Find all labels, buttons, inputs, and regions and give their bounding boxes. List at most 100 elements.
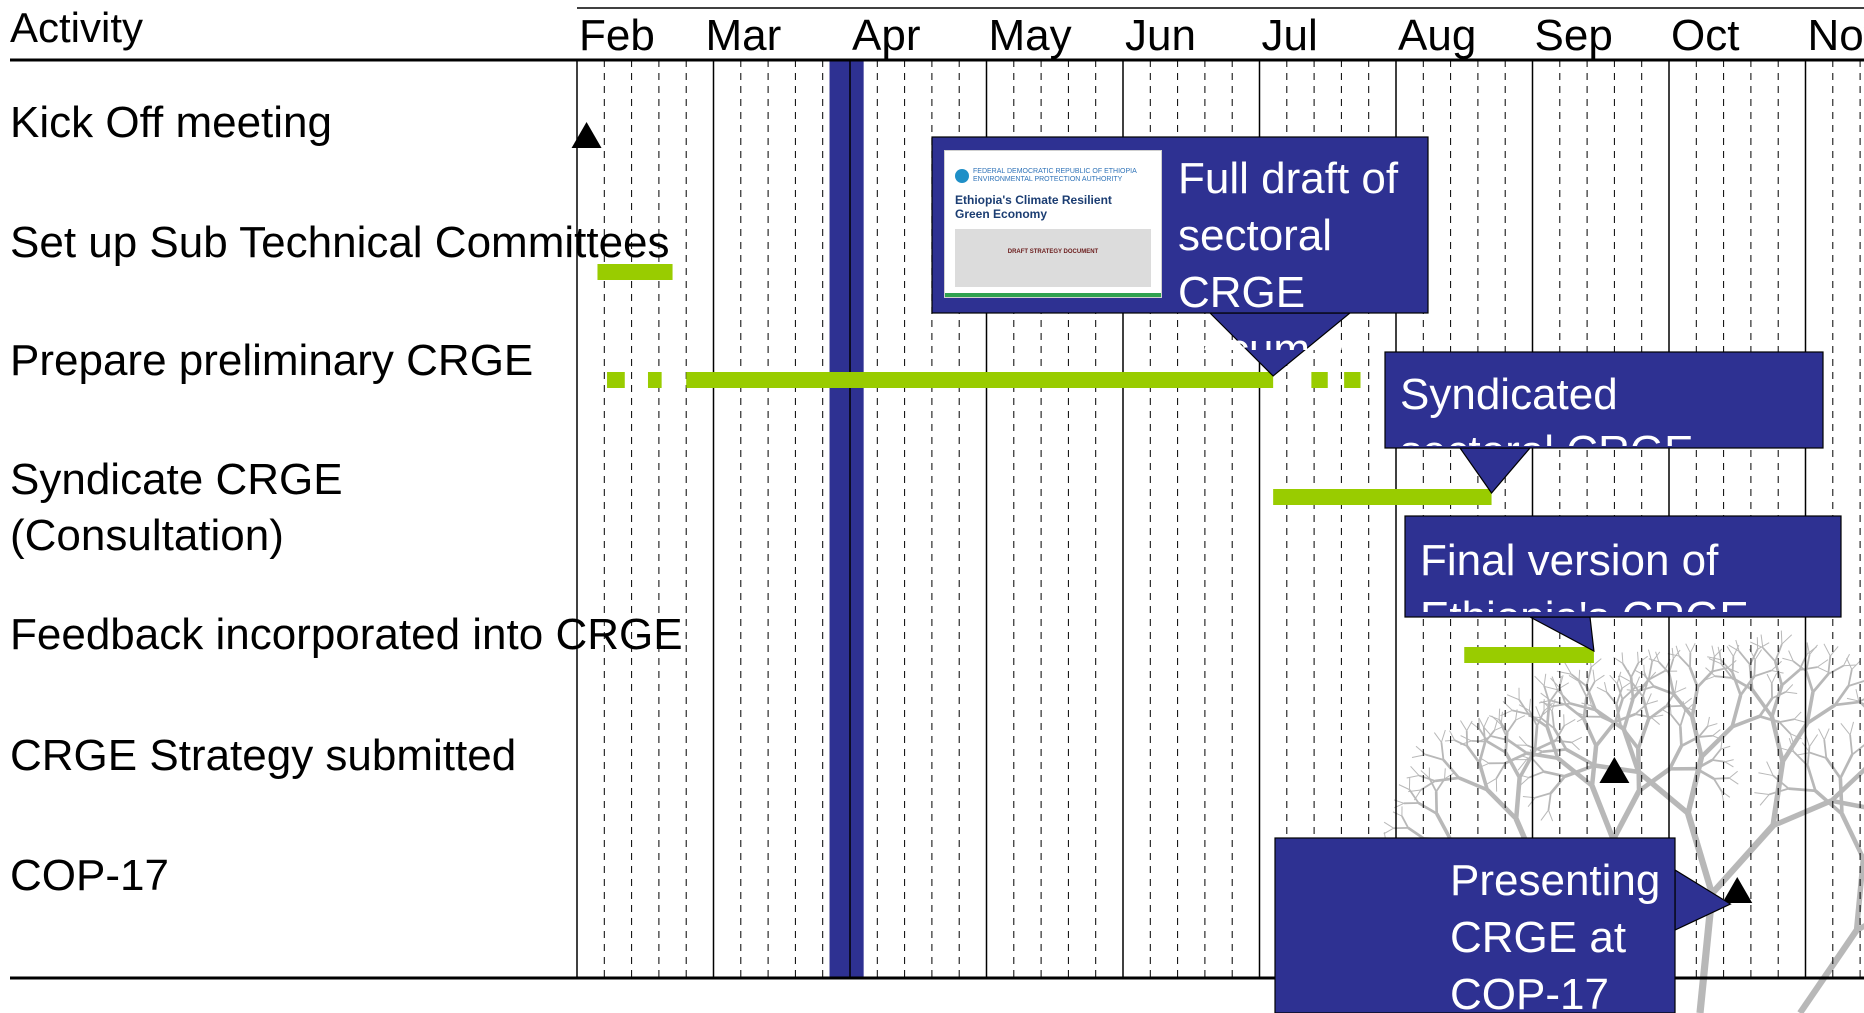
tree-branch: [1713, 777, 1730, 780]
tree-branch: [1460, 720, 1468, 731]
tree-branch: [1637, 651, 1639, 664]
activity-column-header: Activity: [10, 4, 144, 51]
tree-branch: [1750, 641, 1763, 649]
tree-branch: [1735, 639, 1740, 652]
tree-branch: [1594, 674, 1605, 683]
tree-branch: [1578, 681, 1588, 698]
tree-branch: [1622, 698, 1635, 730]
tree-branch: [1731, 656, 1735, 673]
tree-branch: [1540, 692, 1551, 701]
activity-label: CRGE Strategy submitted: [10, 731, 517, 780]
tree-branch: [1658, 661, 1670, 674]
tree-branch: [1498, 708, 1501, 720]
tree-branch: [1731, 672, 1742, 696]
tree-branch: [1713, 778, 1723, 792]
tree-branch: [1655, 651, 1660, 663]
tree-branch: [1674, 687, 1687, 694]
tree-branch: [1486, 740, 1507, 754]
tree-branch: [1690, 716, 1704, 758]
milestone-triangle: [1599, 757, 1630, 783]
tree-branch: [1545, 726, 1560, 759]
tree-branch: [1638, 685, 1655, 692]
tree-branch: [1526, 744, 1544, 753]
tree-branch: [1648, 670, 1665, 681]
tree-branch: [1672, 649, 1681, 660]
tree-branch: [1498, 719, 1508, 733]
tree-branch: [1479, 735, 1492, 742]
tree-branch: [1610, 789, 1642, 841]
tree-branch: [1771, 673, 1778, 684]
tree-branch: [1805, 654, 1811, 672]
tree-branch: [1521, 755, 1534, 761]
tree-branch: [1392, 811, 1403, 817]
tree-branch: [1688, 666, 1699, 688]
tree-branch: [1851, 744, 1864, 756]
tree-branch: [1759, 794, 1770, 806]
tree-branch: [1615, 688, 1623, 705]
tree-branch: [1793, 711, 1802, 720]
month-label: Mar: [705, 11, 782, 60]
tree-branch: [1823, 739, 1828, 759]
tree-branch: [1444, 772, 1455, 780]
tree-branch: [1528, 698, 1531, 711]
tree-branch: [1709, 823, 1776, 896]
thumbnail-cover-box: DRAFT STRATEGY DOCUMENT: [955, 229, 1151, 287]
tree-branch: [1568, 675, 1580, 682]
tree-branch: [1647, 649, 1653, 663]
tree-branch: [1650, 716, 1660, 725]
activity-bar: [1273, 489, 1492, 505]
tree-branch: [1793, 718, 1806, 723]
tree-branch: [1596, 686, 1608, 693]
tree-branch: [1731, 714, 1761, 729]
tree-branch: [1551, 711, 1555, 729]
tree-branch: [1809, 751, 1827, 759]
tree-branch: [1478, 762, 1490, 769]
month-label: Sep: [1534, 11, 1613, 60]
tree-branch: [1833, 685, 1850, 706]
tree-branch: [1643, 674, 1655, 688]
tree-branch: [1522, 796, 1536, 799]
tree-branch: [1454, 739, 1468, 748]
tree-branch: [1565, 747, 1596, 768]
tree-branch: [1528, 770, 1545, 779]
activity-label: Prepare preliminary CRGE: [10, 336, 534, 385]
tree-branch: [1420, 770, 1430, 779]
tree-branch: [1535, 706, 1541, 718]
tree-branch: [1711, 748, 1722, 761]
tree-branch: [1690, 686, 1700, 718]
tree-branch: [1621, 652, 1624, 664]
tree-branch: [1512, 709, 1529, 715]
tree-branch: [1771, 798, 1833, 829]
tree-branch: [1478, 741, 1487, 764]
tree-branch: [1689, 643, 1696, 654]
tree-branch: [1778, 721, 1792, 735]
tree-branch: [1636, 718, 1651, 750]
tree-branch: [1698, 734, 1713, 738]
tree-branch: [1444, 739, 1455, 742]
tree-branch: [1504, 751, 1528, 765]
tree-branch: [1816, 666, 1830, 674]
month-label: Jun: [1125, 11, 1196, 60]
callout-text: Syndicated sectoral CRGE document: [1400, 370, 1693, 446]
activity-bar: [1311, 372, 1328, 388]
tree-branch: [1637, 767, 1672, 793]
tree-branch: [1788, 650, 1794, 662]
activity-bar: [597, 264, 673, 280]
tree-branch: [1551, 676, 1558, 690]
tree-branch: [1590, 658, 1602, 668]
tree-branch: [1782, 657, 1794, 662]
tree-branch: [1685, 812, 1715, 895]
tree-branch: [1849, 721, 1855, 736]
tree-branch: [1435, 776, 1460, 783]
tree-branch: [1428, 777, 1438, 792]
tree-branch: [1647, 705, 1667, 721]
tree-branch: [1769, 716, 1785, 763]
tree-branch: [1720, 745, 1731, 750]
tree-branch: [1727, 659, 1737, 669]
tree-branch: [1827, 655, 1832, 675]
tree-branch: [1829, 767, 1864, 803]
tree-branch: [1609, 674, 1618, 685]
tree-branch: [1670, 714, 1682, 727]
tree-branch: [1482, 727, 1486, 743]
tree-branch: [1762, 647, 1776, 662]
